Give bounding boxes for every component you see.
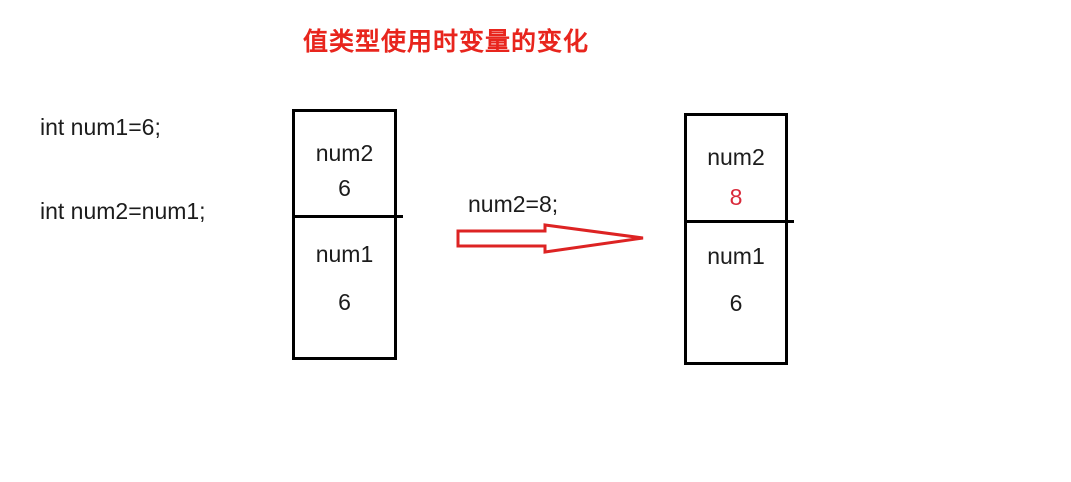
variable-value: 6 bbox=[338, 289, 351, 315]
right-arrow-icon bbox=[456, 223, 644, 254]
memory-box-before: num2 6 num1 6 bbox=[292, 109, 397, 360]
variable-name: num1 bbox=[315, 241, 374, 267]
memory-cell-num1-after: num1 6 bbox=[687, 223, 785, 362]
variable-name: num2 bbox=[315, 140, 374, 166]
variable-value-highlighted: 8 bbox=[729, 184, 743, 210]
memory-box-after: num2 8 num1 6 bbox=[684, 113, 788, 365]
variable-value: 6 bbox=[338, 175, 351, 201]
memory-cell-num1-before: num1 6 bbox=[295, 218, 394, 357]
code-line-2: int num2=num1; bbox=[40, 198, 206, 224]
divider-tick-after bbox=[788, 220, 794, 223]
divider-tick-before bbox=[397, 215, 403, 218]
assignment-label: num2=8; bbox=[468, 191, 559, 217]
diagram-title: 值类型使用时变量的变化 bbox=[303, 27, 590, 56]
code-line-1: int num1=6; bbox=[40, 114, 161, 140]
variable-name: num1 bbox=[707, 243, 765, 269]
memory-cell-num2-after: num2 8 bbox=[687, 116, 785, 223]
variable-value: 6 bbox=[729, 290, 743, 316]
memory-cell-num2-before: num2 6 bbox=[295, 112, 394, 218]
variable-name: num2 bbox=[707, 144, 765, 170]
